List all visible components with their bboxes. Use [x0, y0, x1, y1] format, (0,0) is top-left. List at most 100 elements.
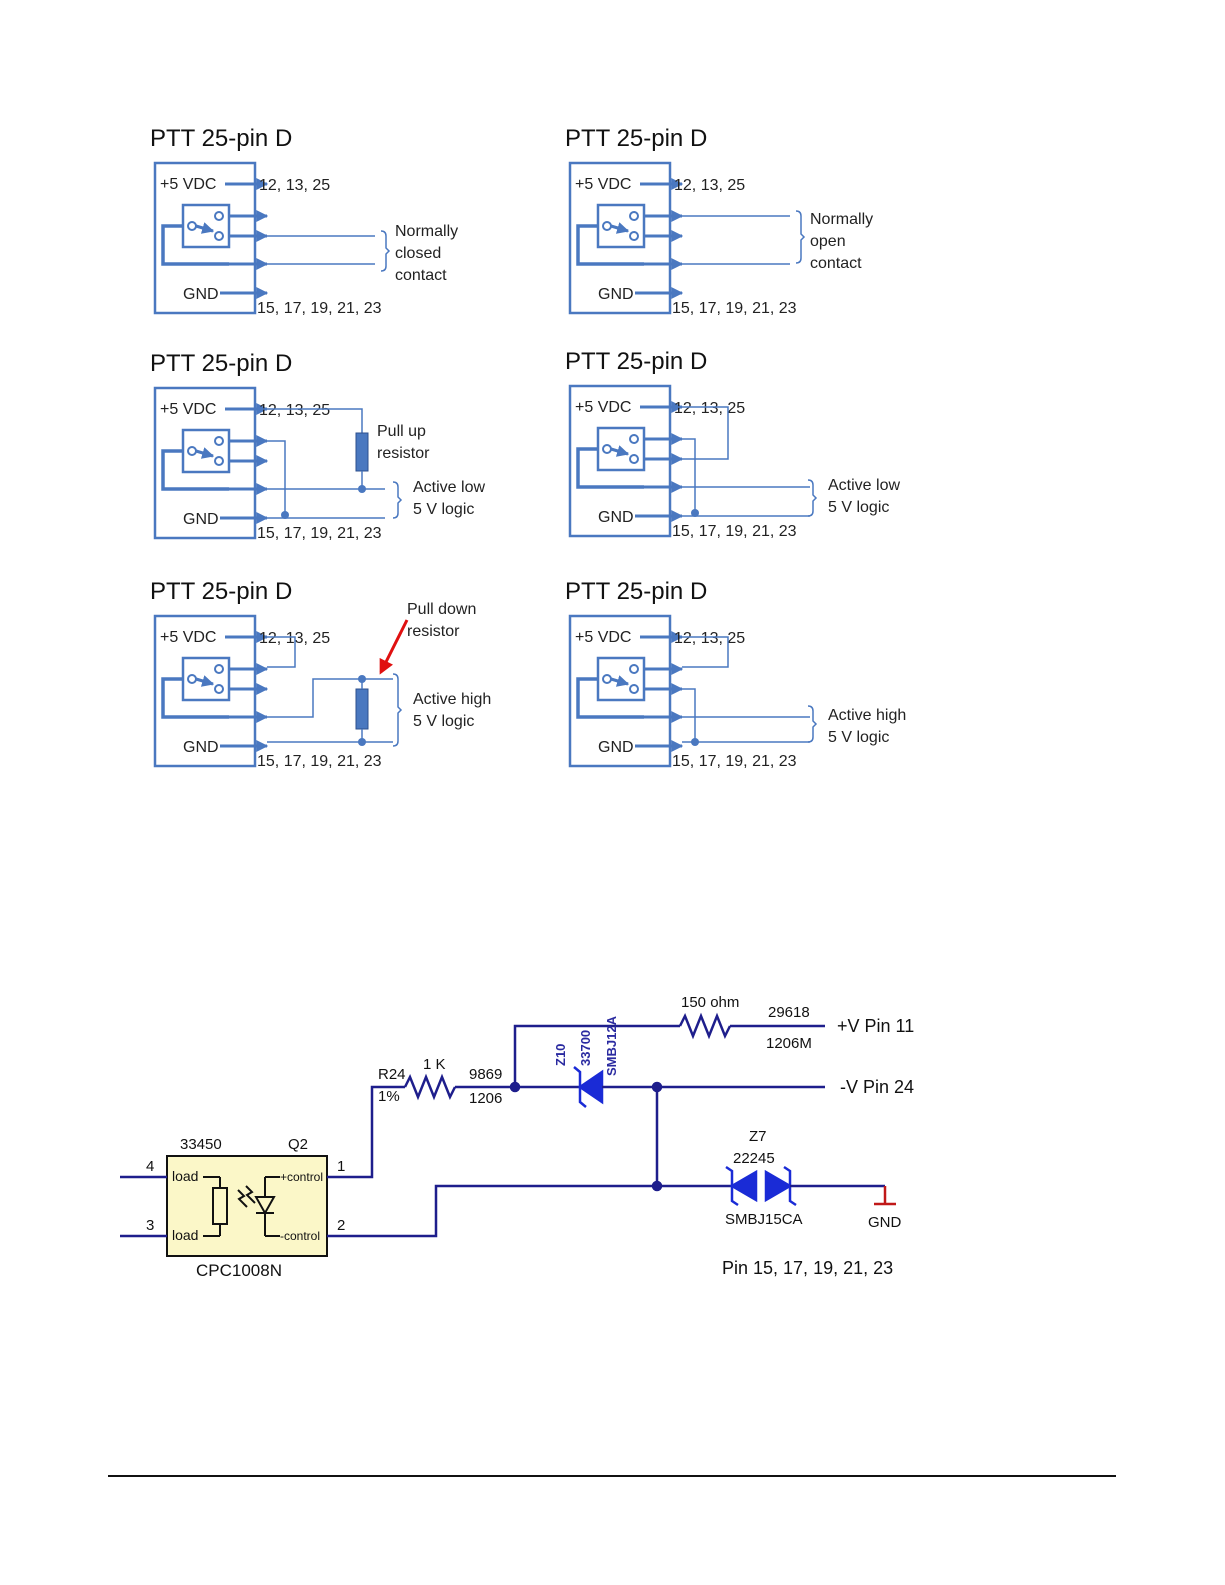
panel-title: PTT 25-pin D — [150, 578, 292, 605]
r24-ref: R24 — [378, 1066, 406, 1083]
z10-part-number: 33700 — [578, 1030, 593, 1066]
common-lead — [576, 677, 644, 719]
connector-box — [568, 384, 672, 538]
note-line: Active low — [828, 477, 900, 494]
upper-wire — [513, 1024, 680, 1087]
connector-box — [153, 614, 257, 768]
z7-ref: Z7 — [749, 1128, 767, 1145]
r150-package: 1206M — [766, 1035, 812, 1052]
connector-box — [568, 161, 672, 315]
r150-resistor — [678, 1012, 732, 1040]
gnd-label: GND — [598, 739, 634, 756]
pins-bottom-label: 15, 17, 19, 21, 23 — [672, 523, 797, 540]
pins-top-label: 12, 13, 25 — [674, 630, 745, 647]
note-line: Active high — [828, 707, 906, 724]
pins-bottom-label: 15, 17, 19, 21, 23 — [672, 753, 797, 770]
r24-package: 1206 — [469, 1090, 502, 1107]
note-line: Normally — [810, 211, 873, 228]
r24-value: 1 K — [423, 1056, 446, 1073]
note-line: open — [810, 233, 846, 250]
note-line: 5 V logic — [413, 713, 474, 730]
z7-part-number: 22245 — [733, 1150, 775, 1167]
note-line: contact — [395, 267, 447, 284]
z7-tvs-diode — [725, 1165, 797, 1207]
resistor-body — [355, 688, 369, 730]
r150-value: 150 ohm — [681, 994, 739, 1011]
panel-title: PTT 25-pin D — [565, 348, 707, 375]
q2-load-bottom: load — [172, 1227, 198, 1243]
common-lead — [161, 224, 229, 266]
note-line: 5 V logic — [828, 729, 889, 746]
gnd-label: GND — [183, 286, 219, 303]
panel-title: PTT 25-pin D — [565, 125, 707, 152]
gnd-label: GND — [183, 511, 219, 528]
q2-part-number: 33450 — [180, 1136, 222, 1153]
pins-bottom-label: 15, 17, 19, 21, 23 — [257, 525, 382, 542]
note-line: Active high — [413, 691, 491, 708]
gnd-pins-label: Pin 15, 17, 19, 21, 23 — [722, 1258, 893, 1278]
pin1-wire — [327, 1085, 405, 1179]
gnd-label: GND — [183, 739, 219, 756]
panel-title: PTT 25-pin D — [150, 350, 292, 377]
resistor-caption: Pull up — [377, 423, 426, 440]
z7-type: SMBJ15CA — [725, 1211, 803, 1228]
q2-control-minus: -control — [280, 1229, 320, 1243]
gnd-label: GND — [598, 286, 634, 303]
gnd-symbol — [874, 1186, 896, 1206]
relay-symbol — [181, 203, 231, 249]
resistor-body — [355, 432, 369, 472]
common-lead — [576, 447, 644, 489]
connector-box — [568, 614, 672, 768]
relay-symbol — [596, 203, 646, 249]
r150-part-number: 29618 — [768, 1004, 810, 1021]
supply-label: +5 VDC — [160, 401, 216, 418]
gnd-label: GND — [868, 1214, 902, 1231]
r24-part-number: 9869 — [469, 1066, 502, 1083]
relay-symbol — [181, 428, 231, 474]
optoisolator-schematic — [120, 1012, 896, 1257]
connector-box — [153, 386, 257, 540]
relay-symbol — [181, 656, 231, 702]
q2-part-name: CPC1008N — [196, 1261, 282, 1280]
note-line: contact — [810, 255, 862, 272]
pin2-wire — [327, 1184, 732, 1238]
r24-resistor — [403, 1073, 457, 1101]
z10-ref: Z10 — [553, 1044, 568, 1066]
q2-internal-symbol — [203, 1176, 280, 1237]
pins-top-label: 12, 13, 25 — [259, 177, 330, 194]
q2-load-top: load — [172, 1168, 198, 1184]
z10-zener-diode — [573, 1066, 604, 1108]
connector-box — [153, 161, 257, 315]
relay-symbol — [596, 426, 646, 472]
common-lead — [576, 224, 644, 266]
note-line: Normally — [395, 223, 458, 240]
q2-pin1-label: 1 — [337, 1158, 345, 1175]
r24-tolerance: 1% — [378, 1088, 400, 1105]
node-dot — [651, 1180, 663, 1192]
gnd-label: GND — [598, 509, 634, 526]
panel-title: PTT 25-pin D — [565, 578, 707, 605]
pins-bottom-label: 15, 17, 19, 21, 23 — [672, 300, 797, 317]
supply-label: +5 VDC — [575, 176, 631, 193]
pull-down-arrow — [379, 619, 409, 675]
note-line: closed — [395, 245, 441, 262]
vplus-label: +V Pin 11 — [837, 1016, 914, 1036]
note-line: Active low — [413, 479, 485, 496]
supply-label: +5 VDC — [160, 629, 216, 646]
supply-label: +5 VDC — [575, 399, 631, 416]
resistor-caption: resistor — [407, 623, 460, 640]
q2-pin3-label: 3 — [146, 1217, 154, 1234]
resistor-caption: Pull down — [407, 601, 476, 618]
resistor-caption: resistor — [377, 445, 430, 462]
vminus-label: -V Pin 24 — [840, 1077, 914, 1097]
pins-bottom-label: 15, 17, 19, 21, 23 — [257, 300, 382, 317]
q2-ref: Q2 — [288, 1136, 308, 1153]
z10-type: SMBJ12A — [604, 1015, 619, 1076]
supply-label: +5 VDC — [160, 176, 216, 193]
q2-control-plus: +control — [280, 1170, 323, 1184]
